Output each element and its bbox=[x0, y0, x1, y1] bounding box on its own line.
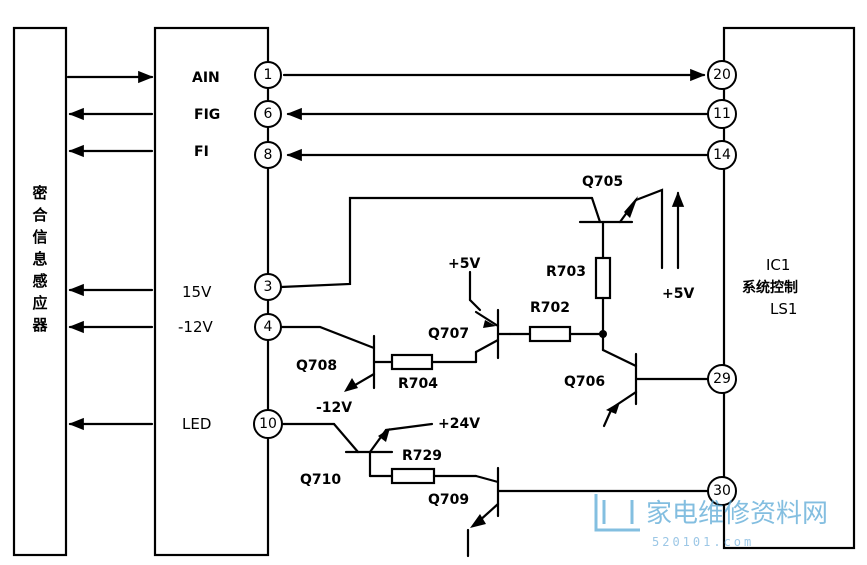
connector-pin-6: 6 bbox=[254, 100, 282, 128]
watermark-logo-icon bbox=[594, 494, 640, 532]
transistor-q709 bbox=[466, 466, 500, 558]
ic1-subtitle: 系统控制 bbox=[742, 279, 798, 296]
ic1-block bbox=[722, 26, 856, 550]
ic-pin-30: 30 bbox=[707, 476, 737, 506]
supply-24v: +24V bbox=[438, 416, 480, 432]
label-q707: Q707 bbox=[428, 326, 469, 342]
signal-fig: FIG bbox=[194, 107, 220, 123]
sensor-label: 密 合 信 息 感 应 器 bbox=[31, 184, 48, 334]
ic-pin-14: 14 bbox=[707, 140, 737, 170]
svg-text:1: 1 bbox=[264, 67, 273, 83]
svg-text:10: 10 bbox=[259, 416, 277, 432]
sensor-char-6: 应 bbox=[32, 294, 47, 312]
connector-pin-10: 10 bbox=[253, 409, 283, 439]
signal-12v: -12V bbox=[178, 318, 213, 336]
svg-text:8: 8 bbox=[264, 147, 273, 163]
wire-5v-q707-b bbox=[468, 298, 482, 312]
signal-led: LED bbox=[182, 415, 211, 433]
resistor-r704 bbox=[390, 353, 434, 371]
ic-pin-29: 29 bbox=[707, 364, 737, 394]
connector-pin-3: 3 bbox=[254, 273, 282, 301]
resistor-r702 bbox=[528, 325, 572, 343]
transistor-q708 bbox=[279, 325, 376, 392]
svg-text:3: 3 bbox=[264, 279, 273, 295]
ic1-title: IC1 bbox=[766, 256, 790, 274]
label-q709: Q709 bbox=[428, 492, 469, 508]
sensor-char-4: 息 bbox=[32, 250, 47, 268]
svg-text:11: 11 bbox=[713, 106, 731, 122]
signal-15v: 15V bbox=[182, 283, 212, 301]
svg-text:4: 4 bbox=[264, 319, 273, 335]
label-r702: R702 bbox=[530, 300, 570, 316]
connector-pin-4: 4 bbox=[254, 313, 282, 341]
ic-pin-11: 11 bbox=[707, 99, 737, 129]
wire-15v-to-q705 bbox=[279, 196, 594, 289]
ic-pin-20: 20 bbox=[707, 60, 737, 90]
transistor-q707 bbox=[474, 308, 512, 360]
connector-pin-1: 1 bbox=[254, 61, 282, 89]
svg-text:30: 30 bbox=[713, 483, 731, 499]
watermark: 家电维修资料网 520101.com bbox=[594, 494, 828, 549]
supply-12v-q708: -12V bbox=[316, 400, 352, 416]
transistor-q706 bbox=[601, 332, 638, 428]
label-q706: Q706 bbox=[564, 374, 605, 390]
svg-text:6: 6 bbox=[264, 106, 273, 122]
watermark-url: 520101.com bbox=[652, 535, 754, 549]
sensor-char-1: 密 bbox=[32, 184, 47, 202]
sensor-char-7: 器 bbox=[31, 316, 48, 334]
svg-text:20: 20 bbox=[713, 67, 731, 83]
sensor-block bbox=[12, 26, 68, 557]
resistor-r703 bbox=[594, 256, 612, 300]
label-q708: Q708 bbox=[296, 358, 337, 374]
ic1-part: LS1 bbox=[770, 300, 797, 318]
signal-ain: AIN bbox=[192, 70, 220, 86]
svg-text:14: 14 bbox=[713, 147, 731, 163]
sensor-char-5: 感 bbox=[32, 272, 47, 290]
transistor-q705 bbox=[578, 188, 664, 270]
label-q705: Q705 bbox=[582, 174, 623, 190]
resistor-r729 bbox=[390, 467, 436, 485]
connector-pin-8: 8 bbox=[254, 141, 282, 169]
transistor-q710 bbox=[332, 422, 434, 478]
label-r704: R704 bbox=[398, 376, 438, 392]
supply-5v-q707: +5V bbox=[448, 256, 480, 272]
signal-fi: FI bbox=[194, 144, 209, 160]
svg-text:29: 29 bbox=[713, 371, 731, 387]
sensor-char-2: 合 bbox=[31, 206, 48, 224]
sensor-char-3: 信 bbox=[32, 228, 47, 246]
watermark-text: 家电维修资料网 bbox=[646, 499, 828, 529]
label-r703: R703 bbox=[546, 264, 586, 280]
label-r729: R729 bbox=[402, 448, 442, 464]
supply-5v-q705: +5V bbox=[662, 286, 694, 302]
label-q710: Q710 bbox=[300, 472, 341, 488]
